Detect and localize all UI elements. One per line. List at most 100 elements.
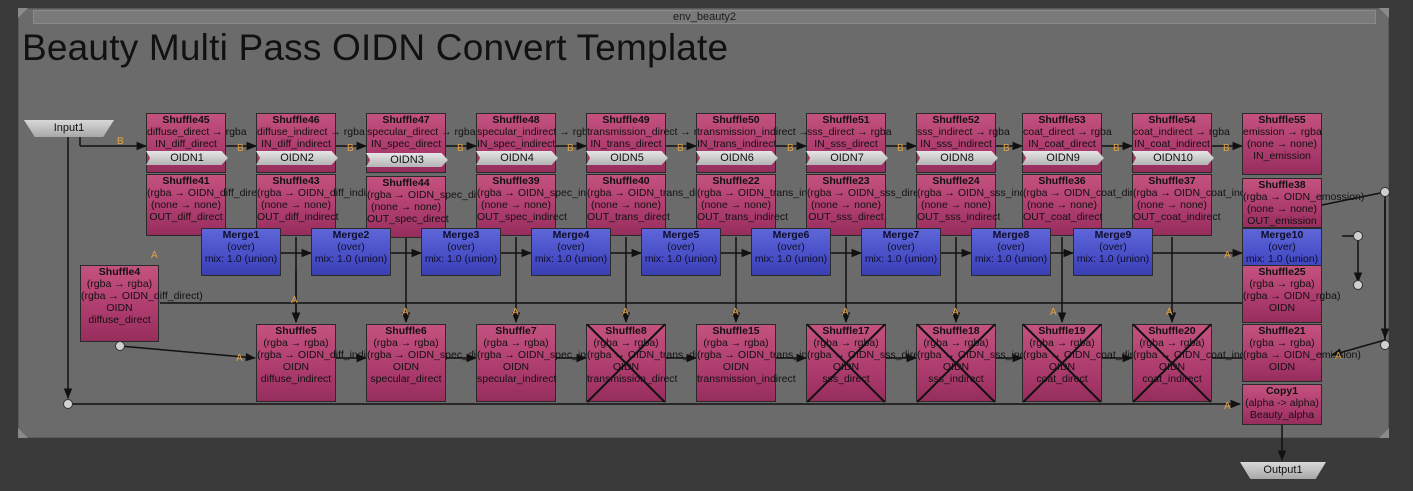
merge-node-merge6[interactable]: Merge6(over)mix: 1.0 (union) <box>751 228 831 276</box>
node-label: specular_direct <box>370 373 442 385</box>
node-name: Shuffle38 <box>1258 179 1306 191</box>
oidn-group-node[interactable]: OIDN3 <box>366 153 448 167</box>
node-label: (rgba → OIDN_trans_direct) <box>587 187 719 199</box>
node-label: IN_diff_direct <box>155 138 217 150</box>
output-node[interactable]: Output1 <box>1240 462 1326 479</box>
node-name: Shuffle25 <box>1258 266 1306 278</box>
shuffle-node-shuffle4[interactable]: Shuffle4(rgba → rgba)(rgba → OIDN_diff_d… <box>80 265 203 342</box>
node-label: (none → none) <box>590 199 662 211</box>
shuffle-node-shuffle7[interactable]: Shuffle7(rgba → rgba)(rgba → OIDN_spec_i… <box>476 324 615 402</box>
pipe-label-b: B <box>897 143 904 154</box>
node-label: (rgba → OIDN_diff_direct) <box>81 290 203 302</box>
node-label: (rgba → OIDN_coat_direct) <box>1023 187 1151 199</box>
pipe-label-b: B <box>457 143 464 154</box>
node-label: IN_spec_direct <box>370 138 442 150</box>
oidn-group-node[interactable]: OIDN5 <box>586 151 668 165</box>
node-label: mix: 1.0 (union) <box>1076 253 1150 265</box>
node-label: diffuse_direct <box>88 314 151 326</box>
dot-merge10-out[interactable] <box>1353 231 1363 241</box>
shuffle-node-shuffle25[interactable]: Shuffle25(rgba → rgba)(rgba → OIDN_rgba)… <box>1242 265 1340 323</box>
shuffle-node-shuffle19[interactable]: Shuffle19(rgba → rgba)(rgba → OIDN_coat_… <box>1022 324 1151 402</box>
node-label: diffuse_direct → rgba <box>147 126 247 138</box>
shuffle-node-shuffle17[interactable]: Shuffle17(rgba → rgba)(rgba → OIDN_sss_d… <box>806 324 931 402</box>
node-name: Shuffle48 <box>492 114 540 126</box>
oidn-chip-shape <box>916 151 998 165</box>
node-label: mix: 1.0 (union) <box>314 253 388 265</box>
node-label: (none → none) <box>260 199 332 211</box>
node-label: (rgba → OIDN_sss_indirect) <box>917 187 1049 199</box>
oidn-chip-label: OIDN3 <box>390 154 424 166</box>
node-label: (none → none) <box>1246 203 1318 215</box>
node-label: (rgba → rgba) <box>483 337 549 349</box>
merge-node-merge3[interactable]: Merge3(over)mix: 1.0 (union) <box>421 228 501 276</box>
shuffle-node-shuffle43[interactable]: Shuffle43(rgba → OIDN_diff_indirect)(non… <box>256 174 387 236</box>
oidn-chip-label: OIDN8 <box>940 152 974 164</box>
shuffle-node-shuffle24[interactable]: Shuffle24(rgba → OIDN_sss_indirect)(none… <box>916 174 1049 236</box>
node-label: (rgba → rgba) <box>373 337 439 349</box>
merge-node-merge1[interactable]: Merge1(over)mix: 1.0 (union) <box>201 228 281 276</box>
oidn-group-node[interactable]: OIDN10 <box>1132 151 1214 165</box>
oidn-group-node[interactable]: OIDN4 <box>476 151 558 165</box>
wire-merge10-out[interactable] <box>1342 235 1363 284</box>
oidn-group-node[interactable]: OIDN6 <box>696 151 778 165</box>
shuffle-node-shuffle39[interactable]: Shuffle39(rgba → OIDN_spec_indirect)(non… <box>476 174 615 236</box>
backdrop-label[interactable]: env_beauty2 <box>33 10 1376 24</box>
node-label: transmission_direct → rgba <box>587 126 715 138</box>
oidn-chip-label: OIDN2 <box>280 152 314 164</box>
oidn-chip-shape <box>146 151 228 165</box>
shuffle-node-shuffle41[interactable]: Shuffle41(rgba → OIDN_diff_direct)(none … <box>146 174 269 236</box>
merge-node-merge8[interactable]: Merge8(over)mix: 1.0 (union) <box>971 228 1051 276</box>
shuffle-node-shuffle18[interactable]: Shuffle18(rgba → rgba)(rgba → OIDN_sss_i… <box>916 324 1049 402</box>
node-name: Shuffle51 <box>822 114 870 126</box>
wire-to-shuffle5[interactable] <box>119 345 257 362</box>
node-label: OIDN <box>1268 302 1296 314</box>
backdrop-resize-handle[interactable] <box>1379 428 1389 438</box>
dot-right-bottom[interactable] <box>1380 340 1390 350</box>
merge-node-merge5[interactable]: Merge5(over)mix: 1.0 (union) <box>641 228 721 276</box>
oidn-group-node[interactable]: OIDN2 <box>256 151 338 165</box>
shuffle-node-shuffle23[interactable]: Shuffle23(rgba → OIDN_sss_direct)(none →… <box>806 174 931 236</box>
oidn-group-node[interactable]: OIDN7 <box>806 151 888 165</box>
node-label: OUT_diff_indirect <box>257 211 339 223</box>
shuffle-node-shuffle40[interactable]: Shuffle40(rgba → OIDN_trans_direct)(none… <box>586 174 719 236</box>
shuffle-node-shuffle20[interactable]: Shuffle20(rgba → rgba)(rgba → OIDN_coat_… <box>1132 324 1269 402</box>
pipe-label-a: A <box>291 295 298 306</box>
shuffle-node-shuffle8[interactable]: Shuffle8(rgba → rgba)(rgba → OIDN_trans_… <box>586 324 718 402</box>
node-name: Merge4 <box>552 229 590 241</box>
dot-input-bus[interactable] <box>63 399 73 409</box>
node-label: (rgba → OIDN_diff_indirect) <box>257 349 387 361</box>
oidn-group-node[interactable]: OIDN9 <box>1022 151 1104 165</box>
node-name: Shuffle18 <box>932 325 980 337</box>
merge-node-merge7[interactable]: Merge7(over)mix: 1.0 (union) <box>861 228 941 276</box>
shuffle-node-shuffle15[interactable]: Shuffle15(rgba → rgba)(rgba → OIDN_trans… <box>696 324 836 402</box>
oidn-group-node[interactable]: OIDN8 <box>916 151 998 165</box>
merge-node-merge2[interactable]: Merge2(over)mix: 1.0 (union) <box>311 228 391 276</box>
shuffle-node-shuffle5[interactable]: Shuffle5(rgba → rgba)(rgba → OIDN_diff_i… <box>256 324 387 402</box>
merge-node-merge4[interactable]: Merge4(over)mix: 1.0 (union) <box>531 228 611 276</box>
input-node[interactable]: Input1 <box>24 120 114 137</box>
shuffle-node-shuffle44[interactable]: Shuffle44(rgba → OIDN_spec_direct)(none … <box>366 176 497 238</box>
shuffle-node-shuffle21[interactable]: Shuffle21(rgba → rgba)(rgba → OIDN_emiss… <box>1242 324 1361 382</box>
backdrop-corner-top-right <box>1379 8 1389 18</box>
node-label: OIDN <box>1048 361 1076 373</box>
wire-right-return[interactable] <box>1321 191 1386 357</box>
oidn-group-node[interactable]: OIDN1 <box>146 151 228 165</box>
shuffle-node-shuffle6[interactable]: Shuffle6(rgba → rgba)(rgba → OIDN_spec_d… <box>366 324 497 402</box>
node-label: (rgba → rgba) <box>1249 337 1315 349</box>
shuffle-node-shuffle38[interactable]: Shuffle38(rgba → OIDN_emossion)(none → n… <box>1242 178 1364 228</box>
node-name: Shuffle43 <box>272 175 320 187</box>
dot-shuffle4-out[interactable] <box>115 341 125 351</box>
dot-right-top[interactable] <box>1380 187 1390 197</box>
node-label: coat_indirect <box>1142 373 1202 385</box>
copy-node-copy1[interactable]: Copy1(alpha -> alpha)Beauty_alpha <box>1242 384 1322 425</box>
node-label: (rgba → OIDN_trans_indirect) <box>697 187 837 199</box>
shuffle-node-shuffle37[interactable]: Shuffle37(rgba → OIDN_coat_indirect)(non… <box>1132 174 1269 236</box>
dot-shuffle25-in[interactable] <box>1353 280 1363 290</box>
shuffle-node-shuffle36[interactable]: Shuffle36(rgba → OIDN_coat_direct)(none … <box>1022 174 1151 236</box>
merge-node-merge9[interactable]: Merge9(over)mix: 1.0 (union) <box>1073 228 1153 276</box>
node-label: (over) <box>337 241 365 253</box>
shuffle-node-shuffle22[interactable]: Shuffle22(rgba → OIDN_trans_indirect)(no… <box>696 174 837 236</box>
